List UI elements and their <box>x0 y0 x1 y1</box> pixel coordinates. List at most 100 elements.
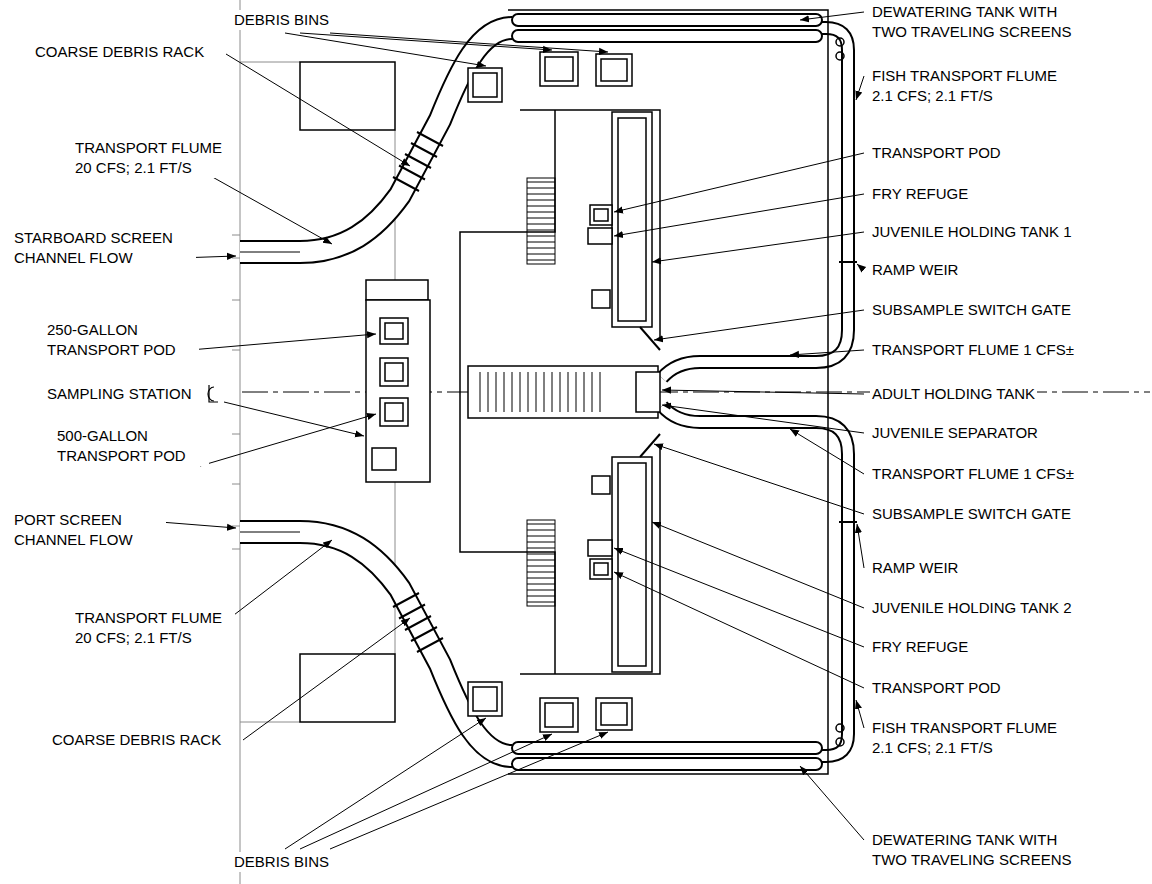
deck-line <box>240 722 300 723</box>
leader-line <box>226 54 410 166</box>
leader-line <box>800 12 864 20</box>
leader-line <box>300 734 552 849</box>
leader-line <box>300 33 552 50</box>
juvenile-holding-tank-inner <box>618 118 646 321</box>
bollard <box>836 724 844 732</box>
callout-label: ADULT HOLDING TANK <box>870 384 1037 404</box>
callout-label: SAMPLING STATION <box>45 384 193 404</box>
callout-label: FRY REFUGE <box>870 184 970 204</box>
bollard <box>836 38 844 46</box>
callout-label: RAMP WEIR <box>870 260 960 280</box>
callout-label: STARBOARD SCREEN CHANNEL FLOW <box>12 228 196 268</box>
callout-label: DEWATERING TANK WITH TWO TRAVELING SCREE… <box>870 2 1086 42</box>
leader-line <box>330 33 608 52</box>
transport-pod-inner <box>594 563 608 575</box>
transport-pod <box>380 398 408 426</box>
juvenile-holding-tank <box>612 112 652 327</box>
stair-treads <box>527 524 555 602</box>
callout-label: PORT SCREEN CHANNEL FLOW <box>12 510 166 550</box>
leader-line <box>654 310 864 340</box>
stair-outline <box>527 178 555 264</box>
flume-divider <box>240 252 300 532</box>
callout-label: RAMP WEIR <box>870 558 960 578</box>
barge-ticks <box>232 235 240 549</box>
leader-line <box>285 33 486 66</box>
centerline-symbol-l <box>209 385 218 402</box>
debris-bin <box>468 68 502 102</box>
transport-pod <box>590 205 612 225</box>
flume-outer <box>662 406 848 756</box>
leader-line <box>200 414 376 466</box>
leader-line <box>790 429 864 474</box>
equipment-box <box>372 448 396 470</box>
leader-line <box>190 334 376 350</box>
callout-label: COARSE DEBRIS RACK <box>33 42 206 62</box>
transport-pod <box>380 358 408 386</box>
callout-label: TRANSPORT POD <box>870 678 1003 698</box>
bollard <box>836 52 844 60</box>
callout-label: TRANSPORT FLUME 1 CFS± <box>870 464 1076 484</box>
flume-outer <box>240 28 512 252</box>
debris-bin <box>540 698 578 732</box>
leader-line <box>330 732 608 849</box>
transport-pod-inner <box>385 323 403 339</box>
ramp-weir <box>839 521 857 523</box>
transport-pod-inner <box>594 209 608 221</box>
leader-line <box>652 232 864 262</box>
leader-lines <box>135 12 864 849</box>
subsample-switch-gate <box>640 327 660 350</box>
transport-pod <box>590 559 612 579</box>
leader-line <box>614 572 864 688</box>
leader-line <box>614 548 864 647</box>
callout-label: DEBRIS BINS <box>232 10 331 30</box>
callout-label: TRANSPORT FLUME 20 CFS; 2.1 FT/S <box>73 138 235 178</box>
leader-line <box>857 264 864 270</box>
flume-inner <box>662 406 848 756</box>
leader-line <box>654 444 864 514</box>
traveling-screen <box>512 758 822 770</box>
flume-outer <box>240 532 512 756</box>
callout-label: SUBSAMPLE SWITCH GATE <box>870 300 1073 320</box>
stair-outline <box>527 520 555 606</box>
callout-label: FISH TRANSPORT FLUME 2.1 CFS; 2.1 FT/S <box>870 718 1072 758</box>
debris-bin <box>468 682 502 716</box>
flume-inner <box>240 28 512 252</box>
debris-bin <box>596 54 632 86</box>
leader-line <box>800 766 864 840</box>
leader-line <box>662 405 864 433</box>
callout-label: JUVENILE HOLDING TANK 1 <box>870 222 1074 242</box>
fry-refuge <box>588 540 612 556</box>
fry-refuge <box>588 228 612 244</box>
deck-line <box>240 62 300 63</box>
leader-line <box>857 524 864 568</box>
traveling-screen <box>512 742 822 754</box>
equipment-box <box>592 476 610 494</box>
debris-bin-inner <box>545 703 573 727</box>
juvenile-separator <box>636 372 660 412</box>
adult-holding-tank <box>468 366 658 418</box>
leader-line <box>243 618 410 740</box>
debris-bin-inner <box>545 57 573 81</box>
ramp-weir <box>839 261 857 263</box>
leader-line <box>790 350 864 355</box>
leader-line <box>662 390 864 394</box>
debris-bin <box>596 698 632 730</box>
leader-line <box>614 194 864 236</box>
debris-bin-inner <box>473 687 497 711</box>
juvenile-holding-tank-inner <box>618 463 646 666</box>
juvenile-holding-tank <box>612 457 652 672</box>
leader-line <box>614 153 864 212</box>
debris-bin <box>540 52 578 86</box>
flume-inner <box>240 532 512 756</box>
callout-label: DEWATERING TANK WITH TWO TRAVELING SCREE… <box>870 830 1086 870</box>
deck-box <box>300 62 395 130</box>
leader-line <box>224 402 364 436</box>
debris-bin-inner <box>473 73 497 97</box>
transport-pod <box>380 318 408 344</box>
callout-label: JUVENILE HOLDING TANK 2 <box>870 598 1074 618</box>
debris-bin-inner <box>601 59 627 81</box>
stair-treads <box>527 182 555 260</box>
leader-line <box>285 718 486 849</box>
debris-bin-inner <box>601 703 627 725</box>
leader-line <box>856 76 864 100</box>
